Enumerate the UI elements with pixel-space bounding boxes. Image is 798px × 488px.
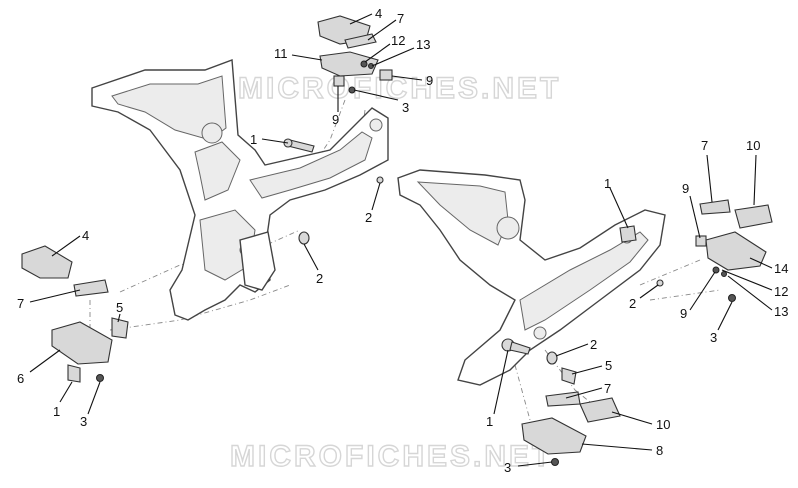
callout-2-left-frame-b: 2	[316, 271, 323, 286]
callout-9-top-left: 9	[332, 112, 339, 127]
bottom-footpeg-assembly	[501, 338, 621, 466]
footpeg-rubber-bottom	[579, 397, 621, 423]
spring-bottom	[561, 367, 577, 385]
callout-10-bottom: 10	[656, 417, 670, 432]
washer-bottom	[546, 351, 558, 365]
plate-top	[344, 33, 377, 49]
callout-5-left: 5	[116, 300, 123, 315]
bolt-right	[728, 294, 736, 302]
callout-1-left-frame: 1	[250, 132, 257, 147]
footpeg-rubber-left	[21, 245, 73, 279]
callout-12-right: 12	[774, 284, 788, 299]
watermark-bottom: MICROFICHES.NET	[230, 440, 553, 473]
callout-6-left: 6	[17, 371, 24, 386]
top-footpeg-assembly	[283, 15, 393, 245]
callout-3-top: 3	[402, 100, 409, 115]
footpeg-bracket-bottom	[521, 417, 587, 455]
right-frame-bracket	[397, 169, 666, 386]
callout-2-right-frame-a: 2	[629, 296, 636, 311]
callout-7-top: 7	[397, 11, 404, 26]
callout-7-right: 7	[701, 138, 708, 153]
callouts: 4 7 11 12 13 9 9 3 1 2 2 4 7 5 6 1 3 1 7…	[17, 6, 788, 475]
left-frame-bracket	[91, 59, 389, 321]
left-footpeg-assembly	[21, 245, 129, 383]
callout-8-bottom: 8	[656, 443, 663, 458]
callout-3-right: 3	[710, 330, 717, 345]
callout-11-top: 11	[274, 46, 288, 61]
pivot-top	[379, 69, 393, 81]
callout-14-right: 14	[774, 261, 788, 276]
callout-9-right-a: 9	[682, 181, 689, 196]
plate-bottom	[545, 391, 581, 407]
pin-right	[619, 225, 637, 243]
pivot-left-top	[333, 75, 345, 87]
callout-1-left: 1	[53, 404, 60, 419]
footpeg-rubber-right	[734, 204, 773, 229]
leader-lines	[29, 13, 773, 467]
bolt-left	[96, 374, 104, 382]
bolt-bottom	[551, 458, 559, 466]
footpeg-bracket-top	[319, 51, 379, 77]
callout-2-left-frame-a: 2	[365, 210, 372, 225]
callout-1-bottom: 1	[486, 414, 493, 429]
callout-10-right: 10	[746, 138, 760, 153]
callout-5-bottom: 5	[605, 358, 612, 373]
callout-13-top: 13	[416, 37, 430, 52]
footpeg-bracket-right	[705, 231, 767, 271]
callout-12-top: 12	[391, 33, 405, 48]
callout-1-right-frame: 1	[604, 176, 611, 191]
footpeg-bracket-left	[51, 321, 113, 365]
plate-right	[699, 199, 731, 215]
right-footpeg-assembly	[619, 199, 773, 302]
callout-3-left: 3	[80, 414, 87, 429]
callout-3-bottom: 3	[504, 460, 511, 475]
washer-top	[376, 176, 384, 184]
washer-left-frame	[298, 231, 310, 245]
callout-4-left: 4	[82, 228, 89, 243]
callout-7-left: 7	[17, 296, 24, 311]
pin-left	[67, 364, 81, 383]
callout-9-right-b: 9	[680, 306, 687, 321]
callout-4-top: 4	[375, 6, 382, 21]
callout-13-right: 13	[774, 304, 788, 319]
callout-7-bottom: 7	[604, 381, 611, 396]
plate-left	[73, 279, 109, 297]
callout-2-right-frame-b: 2	[590, 337, 597, 352]
callout-9-top-right: 9	[426, 73, 433, 88]
pivot-right	[695, 235, 707, 247]
washer-right	[656, 279, 664, 287]
spring-left	[111, 317, 129, 339]
